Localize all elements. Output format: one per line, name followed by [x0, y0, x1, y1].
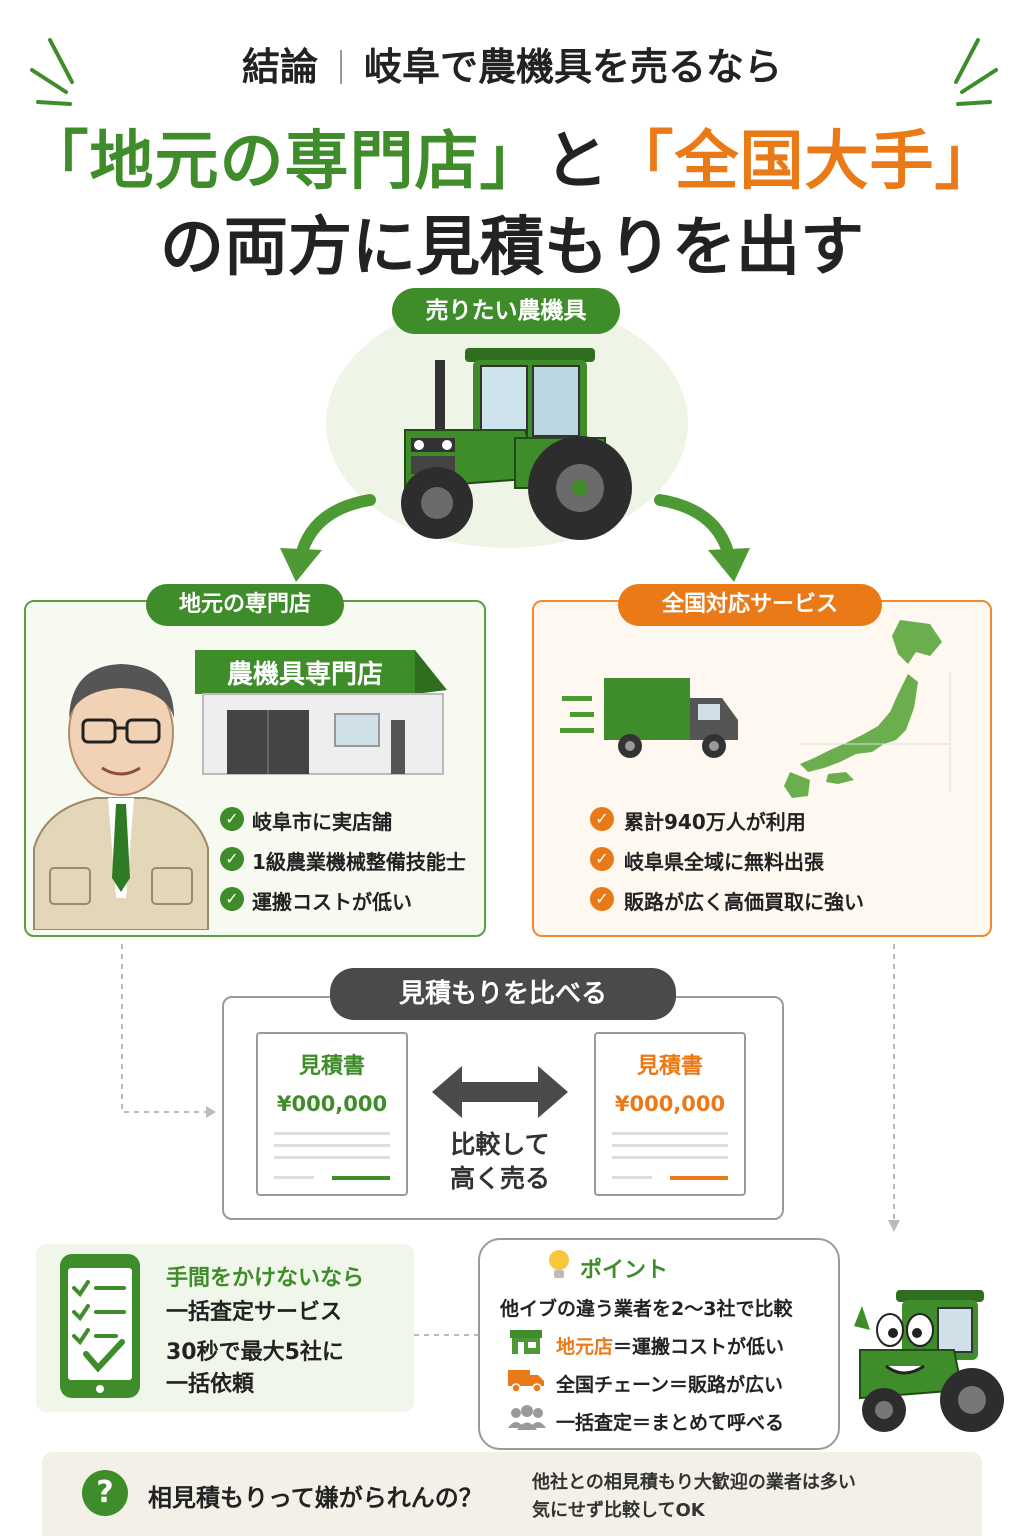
point-row-2: 全国チェーン＝販路が広い: [556, 1374, 784, 1396]
headline-line1: 「地元の専門店」と「全国大手」: [0, 110, 1024, 202]
shop-icon: [510, 1330, 542, 1354]
tractor-mascot-icon: [854, 1290, 1004, 1432]
national-feature-3: 販路が広く高価買取に強い: [624, 890, 864, 914]
national-feature-2: 岐阜県全域に無料出張: [624, 850, 824, 874]
header-divider: [340, 50, 342, 84]
estimate-amount: ¥000,000: [276, 1092, 388, 1116]
national-service-panel: [532, 600, 992, 937]
local-feature-3: 運搬コストが低い: [252, 890, 412, 914]
check-icon: ✓: [590, 807, 614, 831]
faq-bar: [42, 1452, 982, 1536]
lightbulb-icon: [549, 1250, 569, 1278]
national-service-label: 全国対応サービス: [618, 584, 882, 626]
center-label: 売りたい農機具: [392, 288, 620, 334]
header-conclusion: 結論: [241, 45, 318, 89]
headline-line2: の両方に見積もりを出す: [160, 211, 864, 285]
bulk-line2: 一括査定サービス: [166, 1300, 343, 1325]
compare-caption-line2: 高く売る: [449, 1164, 550, 1193]
header-context: 岐阜で農機具を売るなら: [364, 45, 783, 89]
doc-line: [612, 1144, 728, 1147]
headline-local: 「地元の専門店」: [24, 125, 545, 199]
headline-national: 「全国大手」: [609, 125, 1000, 199]
header-subtitle: 結論 岐阜で農機具を売るなら: [0, 36, 1024, 91]
estimate-amount: ¥000,000: [614, 1092, 726, 1116]
local-feature-1: 岐阜市に実店舗: [252, 810, 392, 834]
estimate-doc-national: 見積書 ¥000,000: [594, 1032, 746, 1196]
shop-sign: 農機具専門店: [226, 660, 383, 690]
doc-line: [612, 1132, 728, 1135]
point-row-3: 一括査定＝まとめて呼べる: [556, 1412, 785, 1434]
doc-line: [274, 1156, 390, 1159]
shop-building-icon: [195, 650, 447, 775]
doc-line: [612, 1156, 728, 1159]
smartphone-checklist-icon: [60, 1254, 140, 1398]
local-feature-2: 1級農業機械整備技能士: [252, 850, 466, 874]
national-feature-1: 累計940万人が利用: [624, 810, 806, 834]
truck-icon: [508, 1370, 544, 1393]
connector-right: [888, 944, 900, 1232]
people-icon: [508, 1405, 546, 1430]
check-icon: ✓: [590, 847, 614, 871]
shop-owner-avatar: [33, 664, 209, 930]
point-title: ポイント: [580, 1258, 669, 1283]
point-lead: 他イブの違う業者を2〜3社で比較: [500, 1298, 793, 1320]
bulk-line3: 30秒で最大5社に: [166, 1340, 344, 1365]
point-row-1-strong: 地元店: [556, 1336, 614, 1358]
compare-label: 見積もりを比べる: [330, 968, 676, 1020]
japan-map-icon: [784, 620, 951, 798]
connector-bottom: [414, 1334, 480, 1336]
bulk-line1: 手間をかけないなら: [166, 1266, 365, 1291]
sparkle-left-icon: [30, 38, 74, 106]
check-icon: ✓: [590, 887, 614, 911]
tractor-icon: [401, 348, 632, 540]
compare-caption: 比較して 高く売る: [420, 1128, 580, 1196]
connector-left: [121, 944, 216, 1118]
faq-answer-line1: 他社との相見積もり大歓迎の業者は多い: [532, 1472, 856, 1493]
delivery-truck-icon: [560, 678, 738, 758]
doc-underline: [332, 1176, 390, 1180]
point-row-1-rest: ＝運搬コストが低い: [613, 1336, 785, 1358]
check-icon: ✓: [220, 847, 244, 871]
doc-underline: [670, 1176, 728, 1180]
doc-line: [612, 1176, 652, 1179]
estimate-title: 見積書: [298, 1054, 365, 1079]
point-row-1: 地元店＝運搬コストが低い: [556, 1332, 784, 1359]
sparkle-right-icon: [954, 38, 998, 106]
doc-line: [274, 1144, 390, 1147]
local-shop-label: 地元の専門店: [146, 584, 344, 626]
estimate-doc-local: 見積書 ¥000,000: [256, 1032, 408, 1196]
double-arrow-icon: [432, 1066, 568, 1118]
bulk-line4: 一括依頼: [166, 1372, 255, 1397]
headline-connector: と: [544, 125, 610, 199]
doc-line: [274, 1132, 390, 1135]
faq-answer-line2: 気にせず比較してOK: [532, 1500, 705, 1521]
arrow-left-icon: [280, 494, 376, 582]
check-icon: ✓: [220, 887, 244, 911]
question-icon: ?: [82, 1470, 128, 1516]
estimate-title: 見積書: [636, 1054, 703, 1079]
check-icon: ✓: [220, 807, 244, 831]
faq-question: 相見積もりって嫌がられんの？: [148, 1484, 483, 1512]
doc-line: [274, 1176, 314, 1179]
compare-caption-line1: 比較して: [450, 1130, 550, 1159]
arrow-right-icon: [654, 494, 750, 582]
